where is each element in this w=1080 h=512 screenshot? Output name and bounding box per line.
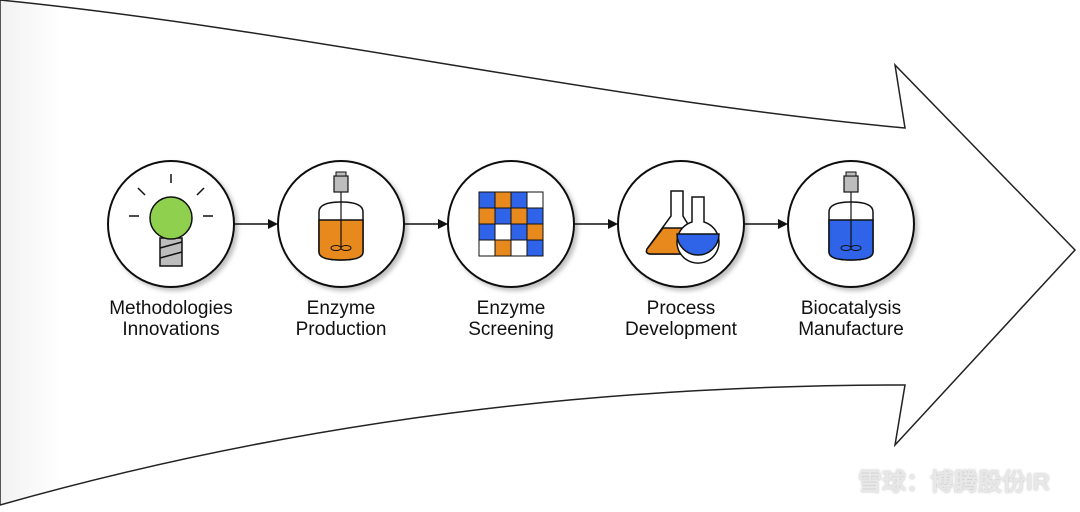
step-label-line: Manufacture — [798, 319, 904, 340]
lightbulb-icon — [129, 174, 213, 267]
bioreactor-icon — [828, 171, 874, 261]
watermark: 雪球：博腾股份IR — [858, 469, 1050, 496]
step-label-line: Process — [646, 298, 716, 319]
step-label-line: Screening — [468, 319, 554, 340]
connector-arrow — [744, 219, 788, 229]
screening-grid-icon — [478, 191, 544, 257]
step-label-line: Enzyme — [476, 298, 546, 319]
step-label-line: Biocatalysis — [800, 298, 902, 319]
step-3 — [447, 160, 575, 288]
bioreactor-icon — [318, 171, 364, 261]
step-1 — [107, 160, 235, 288]
step-2 — [277, 160, 405, 288]
connector-arrow — [574, 219, 618, 229]
step-label-line: Production — [295, 319, 387, 340]
step-5 — [787, 160, 915, 288]
step-label-line: Methodologies — [109, 298, 233, 319]
flasks-icon — [645, 190, 720, 264]
step-label-line: Enzyme — [306, 298, 376, 319]
connector-arrow — [234, 219, 278, 229]
connector-arrow — [404, 219, 448, 229]
step-label-line: Development — [625, 319, 737, 340]
step-4 — [617, 160, 745, 288]
step-label-line: Innovations — [122, 319, 220, 340]
